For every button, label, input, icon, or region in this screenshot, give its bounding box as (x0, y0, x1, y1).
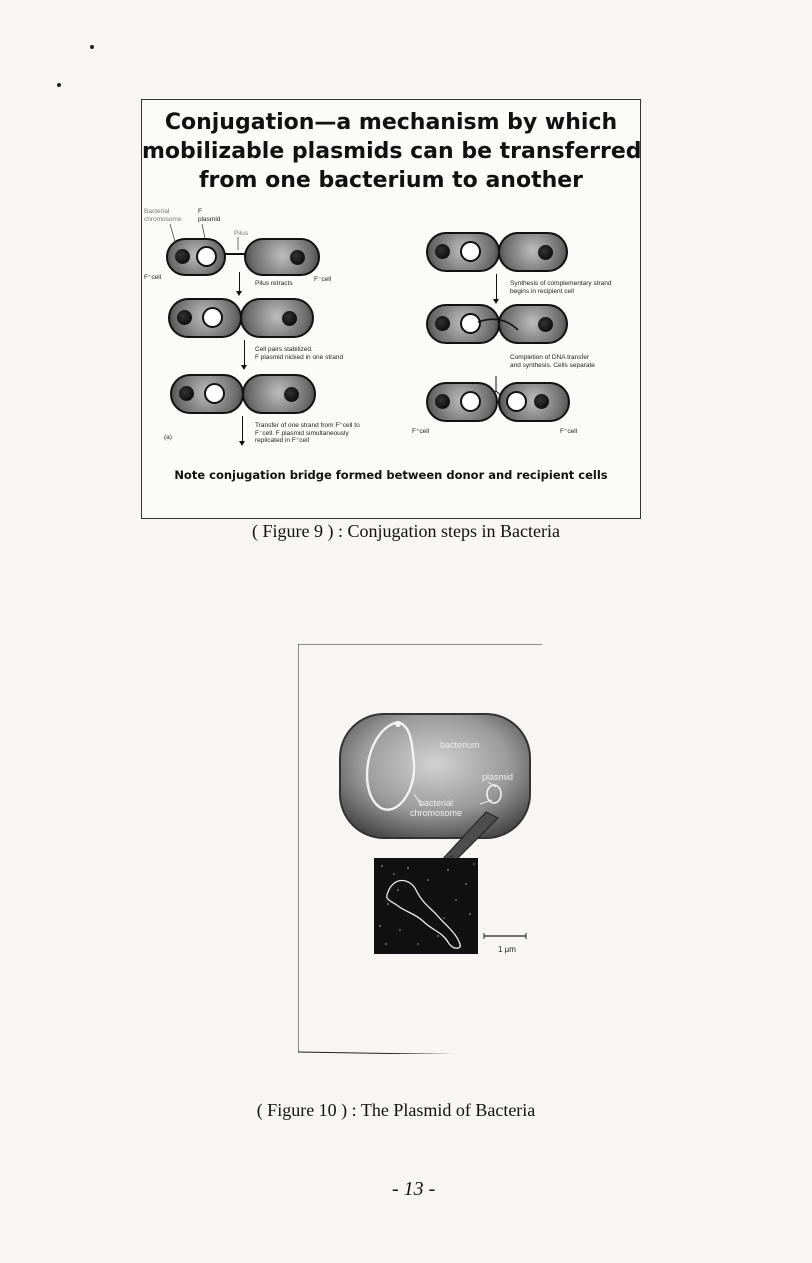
label-pilus: Pilus (234, 230, 249, 237)
title-line: mobilizable plasmids can be transferred (142, 139, 642, 164)
plasmid-dna-strand (386, 879, 461, 949)
chromosome-icon (538, 245, 553, 260)
label-bacterium: bacterium (440, 740, 480, 750)
chromosome-icon (435, 244, 450, 259)
figure-9-conjugation: Conjugation—a mechanism by which mobiliz… (141, 99, 642, 519)
label-transfer: Transfer of one strand from F⁺cell to F⁻… (255, 422, 360, 444)
chromosome-icon (538, 317, 553, 332)
step-arrow (493, 274, 499, 304)
plasmid-loop (486, 784, 502, 804)
figure-9-caption: ( Figure 9 ) : Conjugation steps in Bact… (252, 521, 560, 541)
figure-10-caption: ( Figure 10 ) : The Plasmid of Bacteria (256, 1100, 536, 1120)
chromosome-icon (435, 394, 450, 409)
f-plasmid-icon (204, 383, 225, 404)
transfer-strand-icon (477, 318, 519, 331)
f-plasmid-icon (460, 241, 481, 262)
label-f-plus-final-right: F⁺cell (560, 428, 578, 435)
figure-10-illustration (298, 644, 542, 1054)
label-synthesis: Synthesis of complementary strand begins… (510, 280, 612, 295)
f-plasmid-icon (460, 313, 481, 334)
bacterium-cell (339, 713, 531, 839)
page-number: - 13 - (392, 1178, 436, 1200)
step-arrow (236, 272, 242, 296)
scan-speck (90, 45, 94, 49)
chromosome-icon (534, 394, 549, 409)
chromosome-icon (177, 310, 192, 325)
chromosome-icon (282, 311, 297, 326)
label-cell-pairs-stabilized: Cell pairs stabilized. F plasmid nicked … (255, 346, 344, 361)
f-minus-cell-step2 (240, 298, 314, 338)
label-pilus-retracts: Pilus retracts (255, 280, 293, 287)
chromosome-icon (175, 249, 190, 264)
chromosome-icon (284, 387, 299, 402)
f-minus-cell-right2 (498, 304, 568, 344)
f-plasmid-icon (202, 307, 223, 328)
title-line: Conjugation—a mechanism by which (164, 110, 618, 135)
chromosome-icon (290, 250, 305, 265)
label-plasmid: plasmid (482, 772, 514, 782)
label-panel-a: (a) (164, 434, 172, 441)
chromosome-icon (179, 386, 194, 401)
label-f-minus-cell: F⁻cell (314, 276, 332, 283)
step-arrow (241, 340, 247, 370)
f-minus-cell-step1 (244, 238, 320, 276)
label-f-plus-final-left: F⁺cell (412, 428, 430, 435)
title-line: from one bacterium to another (198, 168, 584, 193)
f-minus-cell-right1 (498, 232, 568, 272)
figure-10-plasmid: bacterium plasmid bacterial chromosome 1… (298, 644, 548, 1054)
label-bacterial-chromosome: Bacterial chromosome (144, 208, 182, 223)
label-completion: Completion of DNA transfer and synthesis… (510, 354, 595, 369)
figure-9-note: Note conjugation bridge formed between d… (174, 468, 608, 482)
chromosome-loop (365, 720, 416, 811)
f-plasmid-icon (196, 246, 217, 267)
label-bacterial-chromosome: bacterial chromosome (410, 798, 463, 818)
figure-9-title: Conjugation—a mechanism by which mobiliz… (142, 108, 642, 195)
pilus-line (225, 253, 245, 255)
step-arrow (239, 416, 245, 446)
chromosome-icon (435, 316, 450, 331)
f-plasmid-icon (460, 391, 481, 412)
scan-speck (57, 83, 61, 87)
electron-micrograph (374, 858, 478, 954)
f-plasmid-icon (506, 391, 527, 412)
f-minus-cell-step3 (242, 374, 316, 414)
label-f-plasmid: F plasmid (198, 208, 221, 223)
label-f-plus-cell: F⁺cell (144, 274, 162, 281)
label-scale: 1 μm (498, 945, 516, 954)
